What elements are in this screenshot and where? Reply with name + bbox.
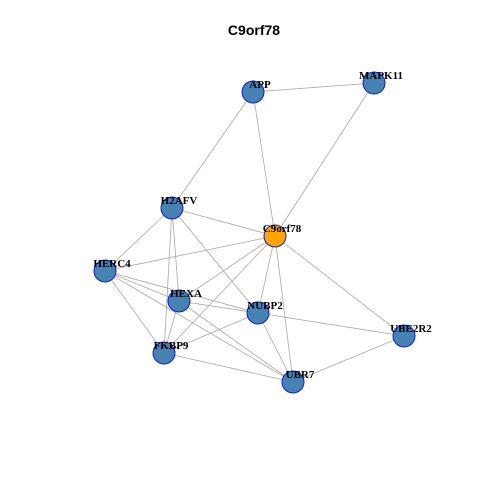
edge-h2afv-hexa [171,207,180,302]
graph-title: C9orf78 [228,22,280,38]
edge-hexa-ubr7 [178,300,294,383]
edge-c9orf78-nubp2 [257,235,276,314]
node-c9orf78[interactable] [263,224,287,248]
edge-hexa-nubp2 [178,300,259,314]
edge-c9orf78-ube2r2 [274,235,405,337]
node-fkbp9[interactable] [152,341,176,365]
node-app[interactable] [241,80,265,104]
edge-app-h2afv [171,91,254,209]
node-label-mapk11: MAPK11 [359,70,403,82]
edge-nubp2-fkbp9 [163,312,259,354]
node-label-fkbp9: FKBP9 [154,340,189,352]
edge-app-c9orf78 [252,91,276,237]
node-label-app: APP [249,79,271,91]
edge-h2afv-herc4 [104,207,173,272]
node-label-herc4: HERC4 [93,258,131,270]
edge-c9orf78-fkbp9 [163,235,276,354]
node-label-c9orf78: C9orf78 [263,223,302,235]
node-label-nubp2: NUBP2 [247,300,283,312]
node-mapk11[interactable] [362,71,386,95]
edge-c9orf78-hexa [178,235,276,302]
node-hexa[interactable] [167,289,191,313]
edge-herc4-hexa [104,270,180,302]
edge-app-mapk11 [252,82,375,93]
edge-layer [104,82,405,383]
edge-c9orf78-ubr7 [274,235,294,383]
edge-h2afv-fkbp9 [163,207,173,354]
node-label-h2afv: H2AFV [161,195,198,207]
edge-fkbp9-ubr7 [163,352,294,383]
node-ube2r2[interactable] [392,324,416,348]
edge-ube2r2-ubr7 [292,335,405,383]
edge-h2afv-c9orf78 [171,207,276,237]
node-label-ube2r2: UBE2R2 [390,323,432,335]
node-label-ubr7: UBR7 [286,369,315,381]
edge-c9orf78-herc4 [104,235,276,272]
edge-nubp2-ube2r2 [257,312,405,337]
edge-herc4-fkbp9 [104,270,165,354]
node-nubp2[interactable] [246,301,270,325]
node-ubr7[interactable] [281,370,305,394]
edge-herc4-ubr7 [104,270,294,383]
node-layer [93,71,416,394]
node-herc4[interactable] [93,259,117,283]
edge-h2afv-nubp2 [171,207,259,314]
edge-mapk11-c9orf78 [274,82,375,237]
edge-nubp2-ubr7 [257,312,294,383]
node-label-hexa: HEXA [170,288,202,300]
node-h2afv[interactable] [160,196,184,220]
